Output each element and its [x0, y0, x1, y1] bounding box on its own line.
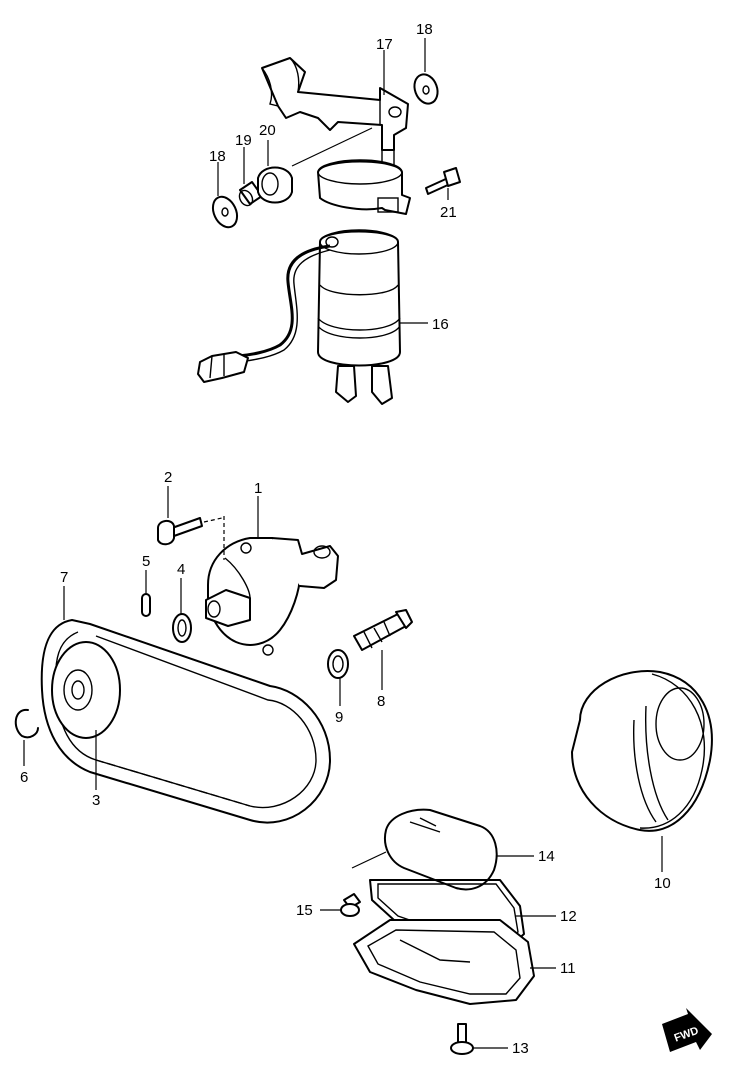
callout-10: 10 — [654, 875, 671, 892]
callout-2: 2 — [164, 469, 172, 486]
leader-lines — [23, 38, 663, 1049]
washer-9 — [327, 649, 349, 679]
strainer-cover-14 — [384, 808, 498, 891]
callout-9: 9 — [335, 709, 343, 726]
callout-1: 1 — [254, 480, 262, 497]
callout-18-top: 18 — [416, 21, 433, 38]
callout-12: 12 — [560, 908, 577, 925]
callout-7: 7 — [60, 569, 68, 586]
callout-20: 20 — [259, 122, 276, 139]
callout-6: 6 — [20, 769, 28, 786]
callout-17: 17 — [376, 36, 393, 53]
washer-18-top — [413, 73, 439, 105]
bracket-17 — [261, 57, 409, 174]
callout-13: 13 — [512, 1040, 529, 1057]
callout-21: 21 — [440, 204, 457, 221]
callout-labels: 17 18 18 19 20 21 16 1 2 5 4 7 8 9 6 3 1… — [20, 21, 671, 1057]
assembly-line-20 — [291, 127, 373, 167]
assembly-line-2 — [203, 516, 225, 560]
grommet-20 — [257, 166, 293, 204]
callout-14: 14 — [538, 848, 555, 865]
oil-pump-1 — [205, 537, 339, 656]
bolt-21 — [425, 167, 461, 195]
oil-pan-11 — [353, 919, 535, 1005]
callout-19: 19 — [235, 132, 252, 149]
sender-8 — [353, 609, 413, 651]
callout-18-left: 18 — [209, 148, 226, 165]
fuel-pump-16 — [197, 229, 401, 405]
callout-15: 15 — [296, 902, 313, 919]
bolt-2 — [157, 517, 203, 546]
bolt-15 — [340, 893, 361, 917]
sprocket-3 — [51, 641, 121, 739]
pin-5 — [141, 593, 151, 617]
circlip-6 — [14, 708, 39, 739]
clamp-band — [317, 159, 411, 215]
oil-filter-10 — [571, 670, 713, 832]
o-ring-4 — [172, 613, 192, 643]
callout-5: 5 — [142, 553, 150, 570]
washer-18-left — [211, 195, 239, 229]
fwd-arrow-icon: FWD — [662, 1008, 712, 1052]
callout-11: 11 — [560, 960, 576, 977]
callout-8: 8 — [377, 693, 385, 710]
bolt-13 — [450, 1023, 474, 1055]
callout-3: 3 — [92, 792, 100, 809]
callout-4: 4 — [177, 561, 185, 578]
callout-16: 16 — [432, 316, 449, 333]
